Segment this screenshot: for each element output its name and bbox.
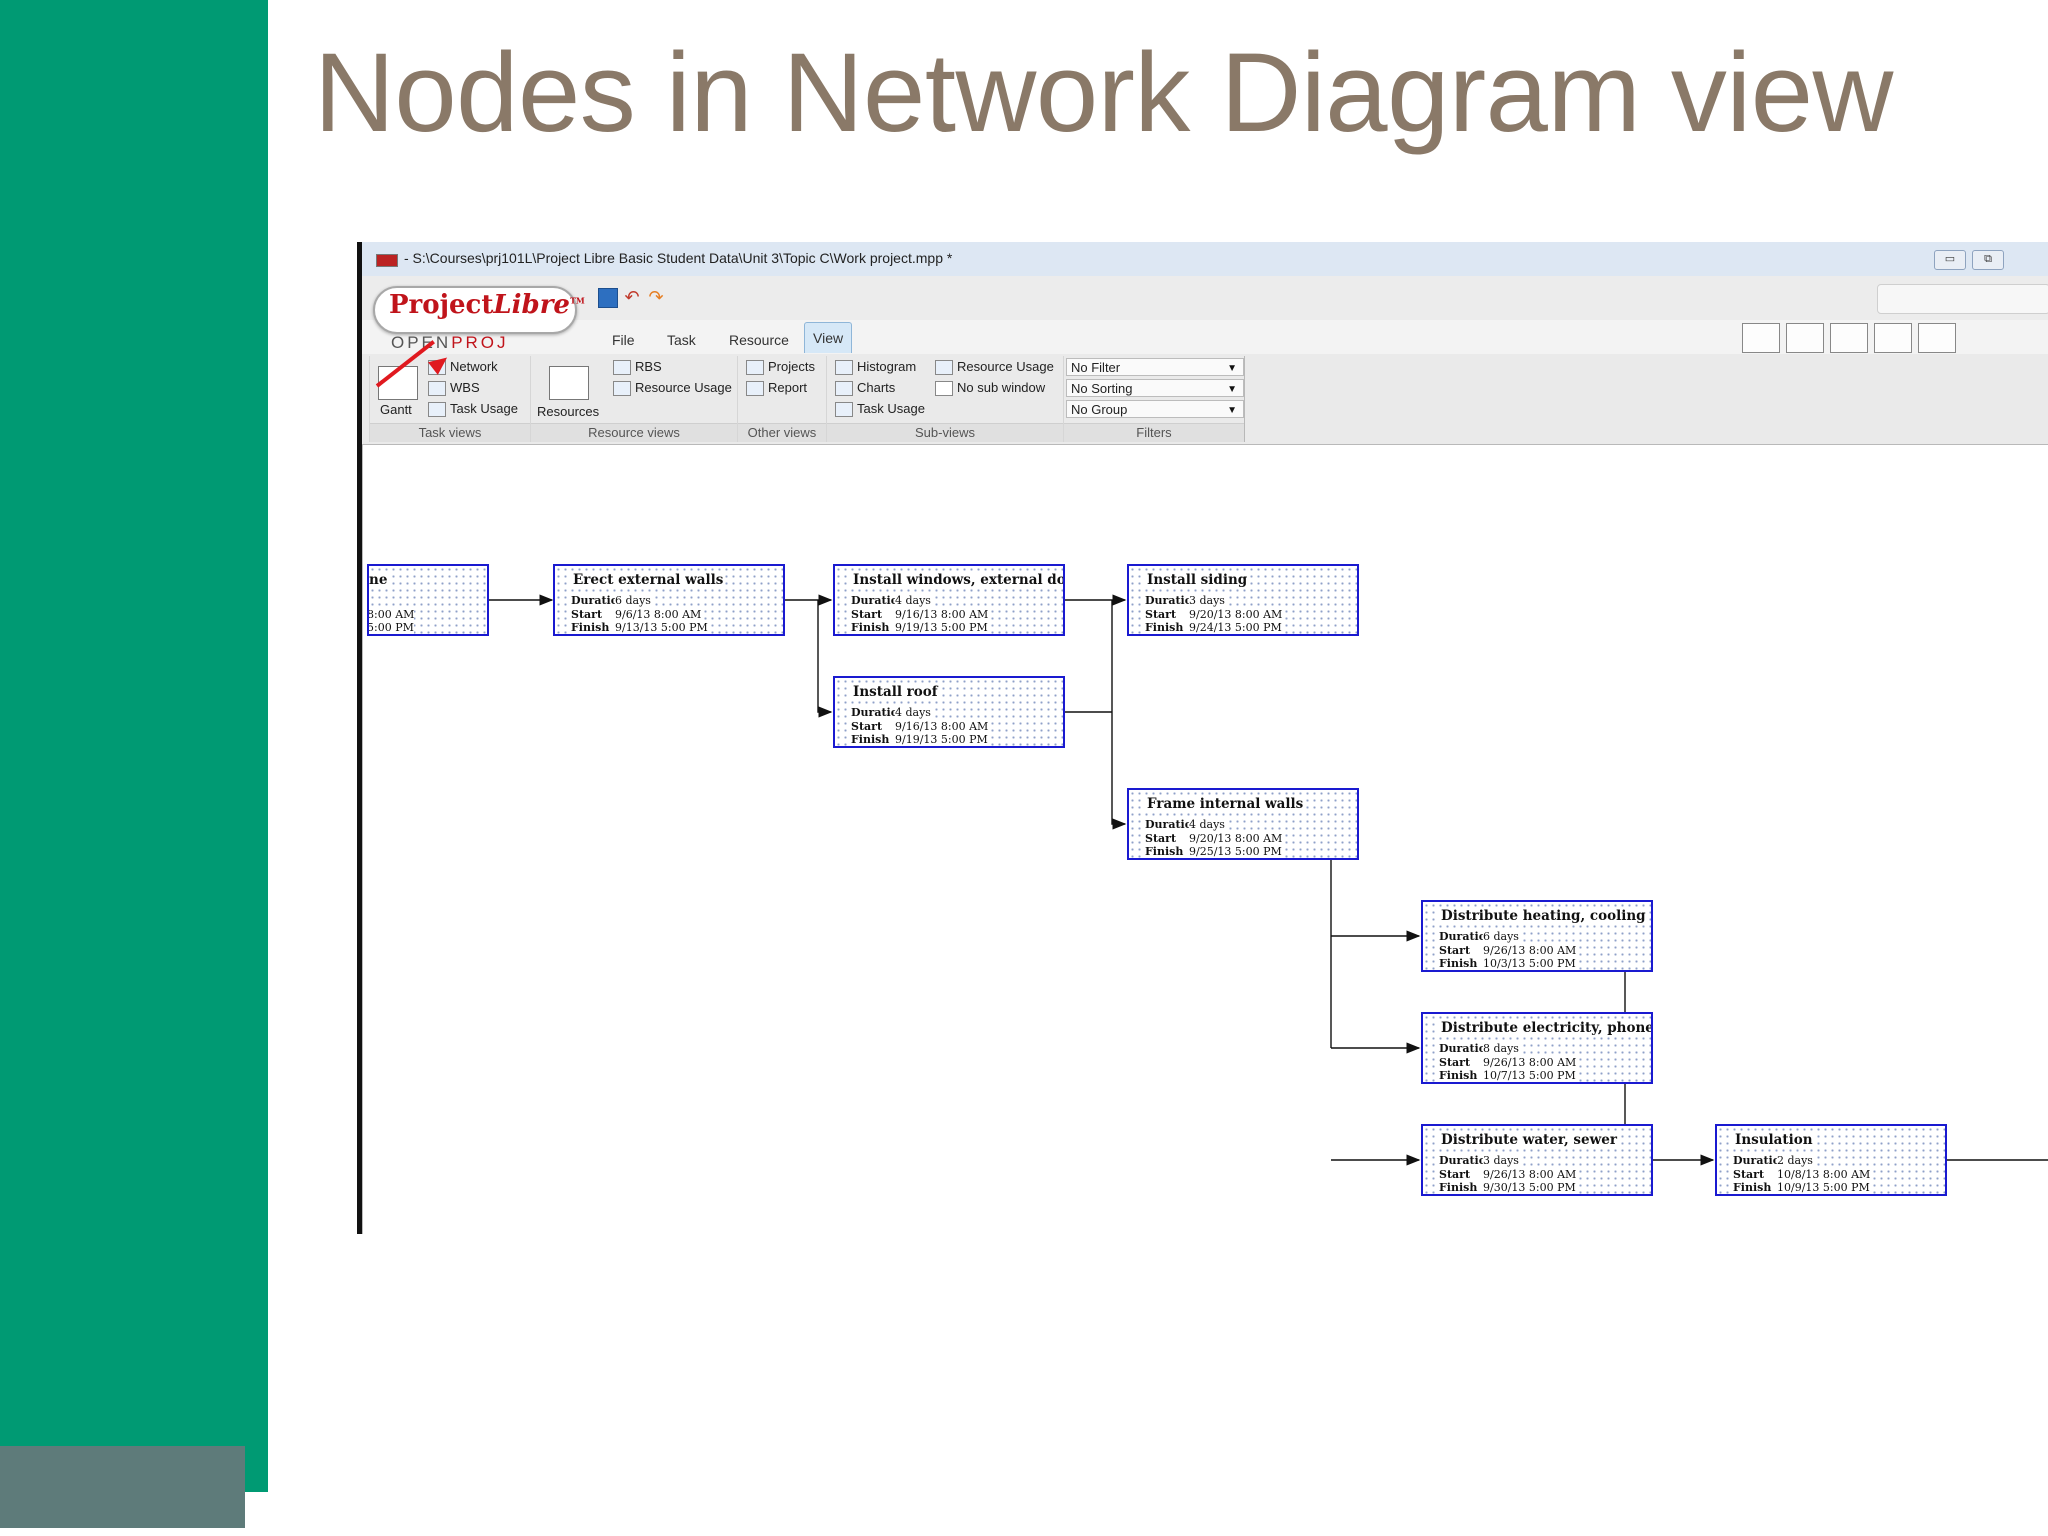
slide-title: Nodes in Network Diagram view [314, 30, 1893, 155]
group-filters: No Filter▼ No Sorting▼ No Group▼ Filters [1063, 356, 1245, 442]
no-sub-window-button[interactable]: No sub window [935, 379, 1045, 397]
task-node[interactable]: Distribute water, sewer Duration3 days S… [1421, 1124, 1653, 1196]
logo-brand: ProjectLibreTM [389, 290, 585, 320]
link-line [1111, 600, 1127, 830]
histogram-button[interactable]: Histogram [835, 358, 916, 376]
group-label-resource-views: Resource views [531, 423, 737, 442]
task-node[interactable]: Erect external walls Duration6 days Star… [553, 564, 785, 636]
task-usage-button[interactable]: Task Usage [428, 400, 518, 418]
resource-usage-button[interactable]: Resource Usage [613, 379, 732, 397]
tab-file[interactable]: File [612, 332, 635, 348]
charts-icon [835, 381, 853, 396]
network-diagram-canvas[interactable]: ne 8:00 AM 5:00 PM Erect external walls … [362, 445, 2048, 1234]
tab-task[interactable]: Task [667, 332, 696, 348]
chevron-down-icon: ▼ [1227, 384, 1237, 395]
projectlibre-window: - S:\Courses\prj101L\Project Libre Basic… [357, 242, 2048, 1234]
projects-icon [746, 360, 764, 375]
tab-view[interactable]: View [804, 322, 853, 353]
window-border [357, 242, 362, 1234]
task-usage-icon [428, 402, 446, 417]
slide-accent-block [0, 1446, 245, 1528]
group-dropdown[interactable]: No Group▼ [1066, 400, 1244, 418]
slide-accent-bar [0, 0, 268, 1492]
task-usage-icon [835, 402, 853, 417]
chevron-down-icon: ▼ [1227, 405, 1237, 416]
rbs-button[interactable]: RBS [613, 358, 662, 376]
rbs-icon [613, 360, 631, 375]
filter-dropdown[interactable]: No Filter▼ [1066, 358, 1244, 376]
blank-view-icon[interactable] [1918, 323, 1956, 353]
redo-icon[interactable]: ↷ [648, 287, 664, 307]
logo-pill [373, 286, 577, 334]
task-node[interactable]: Distribute electricity, phone, ... Durat… [1421, 1012, 1653, 1084]
app-icon [376, 254, 398, 267]
group-label-other-views: Other views [738, 423, 826, 442]
network-icon [428, 360, 446, 375]
resource-usage-icon[interactable] [1874, 323, 1912, 353]
group-resource-views: Resources RBS Resource Usage Resource vi… [530, 356, 738, 442]
task-node[interactable]: Frame internal walls Duration4 days Star… [1127, 788, 1359, 860]
task-node[interactable]: Install windows, external doors Duration… [833, 564, 1065, 636]
group-label-filters: Filters [1064, 423, 1244, 442]
histogram-icon [835, 360, 853, 375]
quick-access-bar [362, 276, 2048, 320]
histogram-resource-icon[interactable] [1742, 323, 1780, 353]
task-node[interactable]: Distribute heating, cooling Duration6 da… [1421, 900, 1653, 972]
tab-resource[interactable]: Resource [729, 332, 789, 348]
maximize-button[interactable]: ⧉ [1972, 250, 2004, 270]
projects-button[interactable]: Projects [746, 358, 815, 376]
network-button[interactable]: Network [428, 358, 498, 376]
charts-button[interactable]: Charts [835, 379, 895, 397]
minimize-button[interactable]: ▭ [1934, 250, 1966, 270]
undo-icon[interactable]: ↶ [624, 287, 640, 307]
window-titlebar: - S:\Courses\prj101L\Project Libre Basic… [362, 242, 2048, 277]
task-node-partial[interactable]: ne 8:00 AM 5:00 PM [367, 564, 489, 636]
chevron-down-icon: ▼ [1227, 363, 1237, 374]
group-task-views: Gantt Network WBS Task Usage Task views [369, 356, 531, 442]
group-label-task-views: Task views [370, 423, 530, 442]
gantt-button[interactable]: Gantt [380, 402, 412, 417]
report-icon [746, 381, 764, 396]
wbs-icon [428, 381, 446, 396]
resources-icon[interactable] [549, 366, 589, 400]
link-line [817, 600, 833, 718]
sub-resource-usage-button[interactable]: Resource Usage [935, 358, 1054, 376]
group-other-views: Projects Report Other views [737, 356, 827, 442]
resource-usage-icon [935, 360, 953, 375]
sub-task-usage-button[interactable]: Task Usage [835, 400, 925, 418]
group-label-sub-views: Sub-views [827, 423, 1063, 442]
report-button[interactable]: Report [746, 379, 807, 397]
resources-button[interactable]: Resources [537, 404, 600, 419]
logo-subtitle: OPENPROJ [391, 333, 509, 352]
sorting-dropdown[interactable]: No Sorting▼ [1066, 379, 1244, 397]
group-sub-views: Histogram Charts Task Usage Resource Usa… [826, 356, 1064, 442]
window-title: - S:\Courses\prj101L\Project Libre Basic… [404, 250, 953, 266]
blank-icon [935, 381, 953, 396]
delete-view-icon[interactable] [1830, 323, 1868, 353]
chart-resource-icon[interactable] [1786, 323, 1824, 353]
save-icon[interactable] [598, 288, 618, 308]
quick-search-field[interactable] [1877, 284, 2048, 314]
resource-usage-icon [613, 381, 631, 396]
app-logo[interactable]: ProjectLibreTM OPENPROJ [367, 286, 585, 354]
wbs-button[interactable]: WBS [428, 379, 480, 397]
